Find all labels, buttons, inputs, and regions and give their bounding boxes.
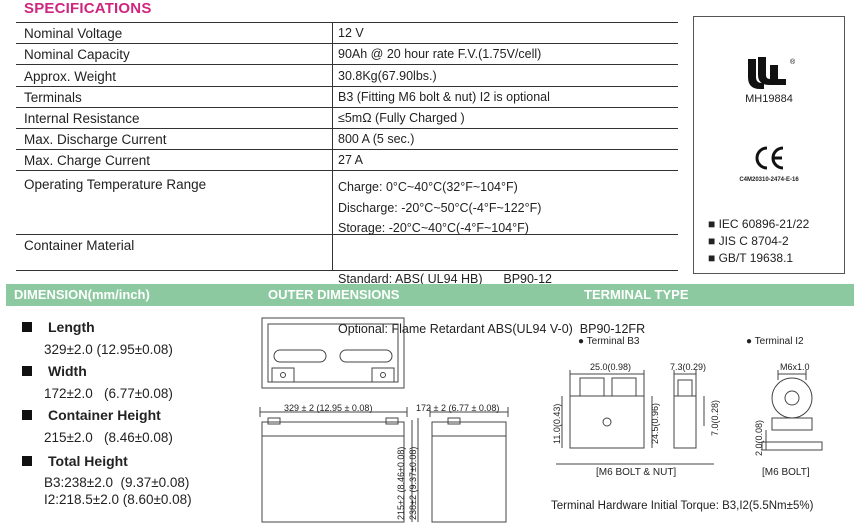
terminal-b3-drawing: 25.0(0.98) 7.3(0.29) 11.0(0.43) 24.5(0.9…	[552, 362, 720, 465]
b3-thickness-label: 7.3(0.29)	[670, 362, 706, 372]
length-dimension-label: 329 ± 2 (12.95 ± 0.08)	[284, 403, 372, 413]
spec-row-terminals: Terminals B3 (Fitting M6 bolt & nut) I2 …	[16, 87, 678, 108]
terminal-b3-title: ● Terminal B3	[578, 336, 640, 347]
b3-height1-label: 11.0(0.43)	[552, 404, 562, 444]
spec-row-voltage: Nominal Voltage 12 V	[16, 23, 678, 44]
spec-value: 90Ah @ 20 hour rate F.V.(1.75V/cell)	[338, 47, 542, 61]
ul-code: MH19884	[745, 93, 793, 105]
b3-width-label: 25.0(0.98)	[590, 362, 631, 372]
dim-length: Length	[22, 319, 95, 335]
section-title: SPECIFICATIONS	[24, 0, 152, 17]
standard-item: ■ IEC 60896-21/22	[708, 217, 810, 231]
dim-width: Width	[22, 363, 87, 379]
banner-outer-dimensions: OUTER DIMENSIONS	[268, 287, 400, 302]
ul-recognized-icon: ®	[748, 57, 796, 89]
b3-height3-label: 7.0(0.28)	[710, 400, 720, 436]
banner-terminal-type: TERMINAL TYPE	[584, 287, 689, 302]
spec-value: Charge: 0°C~40°C(32°F~104°F)	[338, 180, 518, 194]
spec-label: Nominal Voltage	[24, 26, 123, 41]
dim-container-height: Container Height	[22, 407, 161, 423]
spec-value: 30.8Kg(67.90lbs.)	[338, 69, 437, 83]
width-dimension-label: 172 ± 2 (6.77 ± 0.08)	[416, 403, 499, 413]
spec-label: Container Material	[24, 238, 135, 253]
terminal-i2-title: ● Terminal I2	[746, 336, 804, 347]
outer-dimension-drawing: 329 ± 2 (12.95 ± 0.08) 172 ± 2 (6.77 ± 0…	[259, 317, 509, 523]
spec-row-charge: Max. Charge Current 27 A	[16, 150, 678, 171]
svg-text:®: ®	[790, 58, 796, 66]
spec-row-weight: Approx. Weight 30.8Kg(67.90lbs.)	[16, 65, 678, 87]
front-view	[259, 407, 419, 523]
spec-value: ≤5mΩ (Fully Charged )	[338, 111, 465, 125]
i2-height-label: 2.0(0.08)	[754, 420, 764, 456]
spec-label: Nominal Capacity	[24, 47, 130, 62]
spec-value: Discharge: -20°C~50°C(-4°F~122°F)	[338, 200, 542, 215]
dim-total-height-i2: I2:218.5±2.0 (8.60±0.08)	[44, 492, 192, 507]
spec-label: Internal Resistance	[24, 111, 140, 126]
banner-dimension: DIMENSION(mm/inch)	[14, 287, 150, 302]
dim-container-height-value: 215±2.0 (8.46±0.08)	[44, 430, 173, 445]
height-total-label: 238±2 (9.37±0.08)	[408, 447, 418, 520]
b3-height2-label: 24.5(0.96)	[650, 403, 660, 444]
spec-row-capacity: Nominal Capacity 90Ah @ 20 hour rate F.V…	[16, 44, 678, 65]
dim-total-height-b3: B3:238±2.0 (9.37±0.08)	[44, 475, 190, 490]
terminal-i2-drawing: M6x1.0 2.0(0.08)	[754, 362, 823, 456]
spec-value: Optional: Flame Retardant ABS(UL94 V-0) …	[338, 321, 646, 336]
spec-value: Standard: ABS( UL94 HB) BP90-12	[338, 272, 553, 286]
spec-label: Max. Discharge Current	[24, 132, 167, 147]
spec-value: 800 A (5 sec.)	[338, 132, 415, 146]
spec-value: B3 (Fitting M6 bolt & nut) I2 is optiona…	[338, 90, 550, 104]
ce-mark-icon	[755, 146, 784, 170]
spec-row-temperature: Operating Temperature Range Charge: 0°C~…	[16, 171, 678, 235]
terminal-b3-caption: [M6 BOLT & NUT]	[596, 467, 677, 478]
height-container-label: 215±2 (8.46±0.08)	[396, 447, 406, 520]
certification-box: ® MH19884 C4M20310-2474-E-16 ■ IEC 60896…	[693, 16, 845, 274]
spec-label: Terminals	[24, 90, 82, 105]
spec-value: 12 V	[338, 26, 364, 40]
dim-width-value: 172±2.0 (6.77±0.08)	[44, 386, 173, 401]
dim-length-value: 329±2.0 (12.95±0.08)	[44, 342, 173, 357]
top-view	[261, 317, 405, 389]
i2-bolt-label: M6x1.0	[780, 362, 810, 372]
dimension-banner: DIMENSION(mm/inch) OUTER DIMENSIONS TERM…	[6, 284, 854, 306]
side-view	[429, 407, 509, 523]
spec-value: 27 A	[338, 153, 364, 167]
ce-code: C4M20310-2474-E-16	[739, 177, 799, 183]
terminal-i2-caption: [M6 BOLT]	[762, 467, 810, 478]
spec-row-discharge: Max. Discharge Current 800 A (5 sec.)	[16, 129, 678, 150]
spec-label: Operating Temperature Range	[24, 177, 207, 192]
standard-item: ■ JIS C 8704-2	[708, 234, 789, 248]
standard-item: ■ GB/T 19638.1	[708, 251, 794, 265]
spec-table: Nominal Voltage 12 V Nominal Capacity 90…	[16, 22, 678, 336]
terminal-torque-note: Terminal Hardware Initial Torque: B3,I2(…	[551, 500, 814, 512]
spec-value: Storage: -20°C~40°C(-4°F~104°F)	[338, 221, 529, 235]
spec-label: Max. Charge Current	[24, 153, 151, 168]
spec-label: Approx. Weight	[24, 69, 117, 84]
spec-row-resistance: Internal Resistance ≤5mΩ (Fully Charged …	[16, 108, 678, 129]
dim-total-height: Total Height	[22, 453, 128, 469]
spec-row-container: Container Material Standard: ABS( UL94 H…	[16, 235, 678, 336]
